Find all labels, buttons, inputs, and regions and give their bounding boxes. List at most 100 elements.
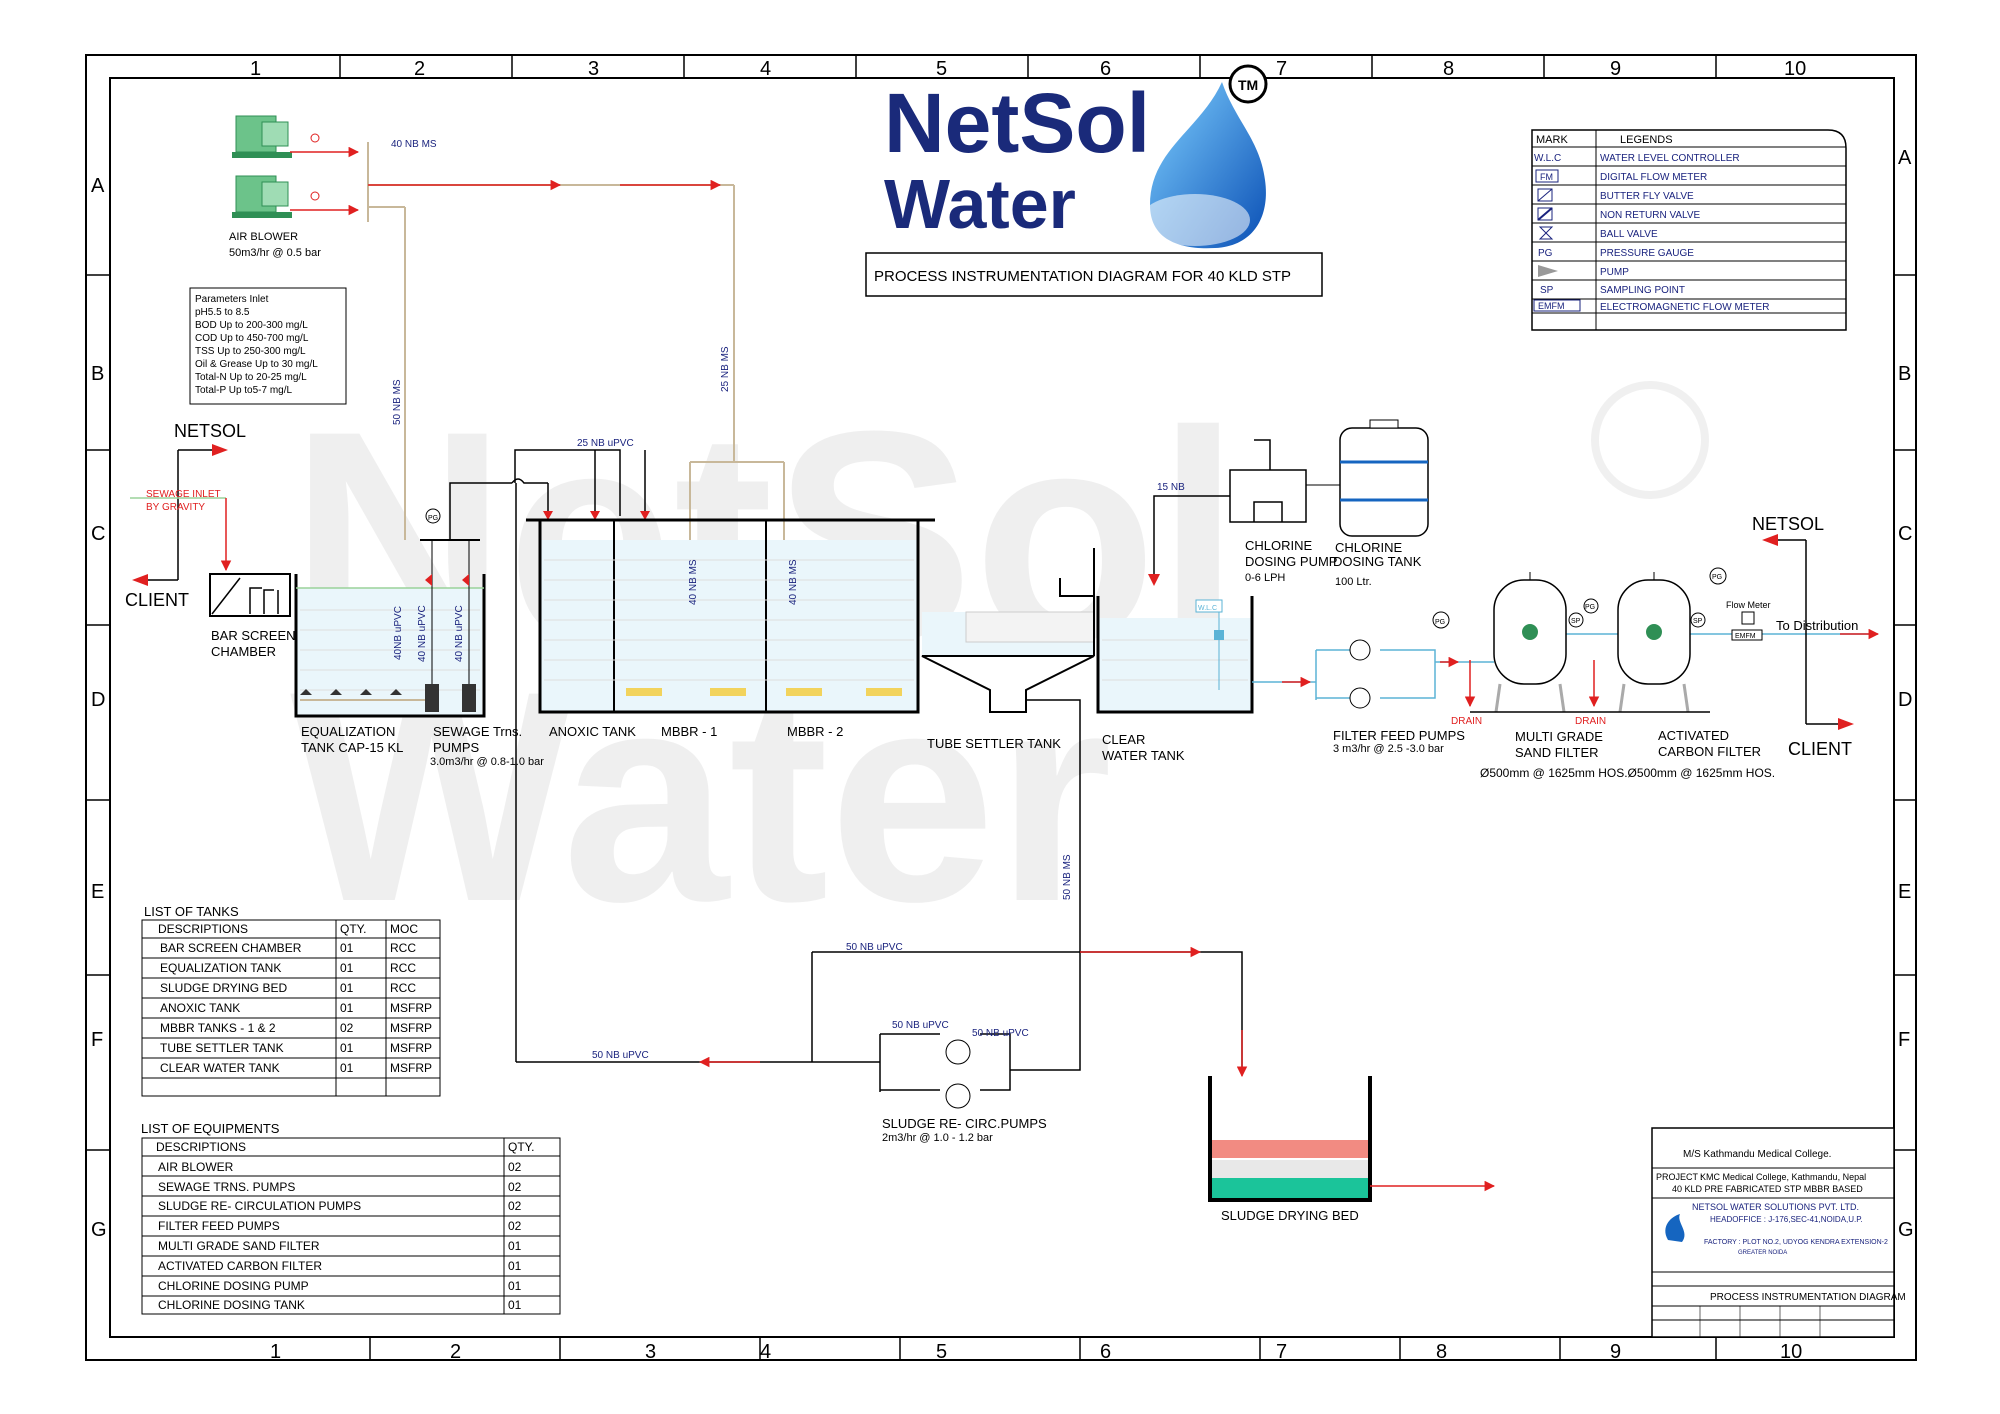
legend-mark-wlc: W.L.C (1534, 153, 1561, 164)
pipe-label-50nb-upvc-2: 50 NB uPVC (592, 1050, 649, 1061)
chl-pump-spec: 0-6 LPH (1245, 572, 1285, 584)
grid-row-B: B (91, 363, 104, 385)
equip-header-qty: QTY. (508, 1140, 534, 1154)
grid-col-3: 3 (588, 58, 599, 80)
title-box (865, 252, 1323, 297)
pipe-label-25nb-ms: 25 NB MS (720, 346, 731, 392)
chl-tank-label-1: CHLORINE (1335, 540, 1403, 555)
pipe-label-50nb-upvc-4: 50 NB uPVC (972, 1028, 1029, 1039)
sampling-point-icon (1690, 612, 1706, 628)
pipe-label-50nb-upvc-1: 50 NB uPVC (846, 942, 903, 953)
grid-col-9-bottom: 9 (1610, 1341, 1621, 1363)
param-line-7: Total-P Up to5-7 mg/L (195, 385, 293, 396)
legend-label-pump: PUMP (1600, 267, 1629, 278)
grid-col-6: 6 (1100, 58, 1111, 80)
tanks-row-3-qty: 01 (340, 1001, 354, 1015)
pressure-gauge-icon (1709, 567, 1727, 585)
tanks-row-3-moc: MSFRP (390, 1001, 432, 1015)
legend-legends-header: LEGENDS (1620, 134, 1673, 146)
emfm-icon (1731, 629, 1763, 641)
sludge-drying-bed (1208, 1076, 1372, 1202)
grid-ticks (86, 55, 1916, 1360)
grid-col-5: 5 (936, 58, 947, 80)
mbbr1-label: MBBR - 1 (661, 724, 717, 739)
param-line-2: BOD Up to 200-300 mg/L (195, 320, 308, 331)
tb-project-label: PROJECT : (1656, 1172, 1703, 1182)
tanks-row-5-desc: TUBE SETTLER TANK (160, 1041, 284, 1055)
tanks-row-6-qty: 01 (340, 1061, 354, 1075)
netsol-logo: NetSol Water TM (884, 64, 1268, 249)
title-block: M/S Kathmandu Medical College. PROJECT :… (1651, 1127, 1906, 1338)
filter-feed-pump-2-icon (1349, 687, 1371, 709)
netsol-left-label: NETSOL (174, 421, 246, 441)
pg-label-sewage: PG (428, 515, 438, 522)
tb-project-2: 40 KLD PRE FABRICATED STP MBBR BASED (1672, 1184, 1863, 1194)
sewage-pumps-label-2: PUMPS (433, 740, 480, 755)
grid-col-9: 9 (1610, 58, 1621, 80)
bar-screen-label-2: CHAMBER (211, 644, 276, 659)
equip-row-7-qty: 01 (508, 1298, 522, 1312)
tb-logo-icon (1665, 1214, 1685, 1242)
sludge-bed-label: SLUDGE DRYING BED (1221, 1208, 1359, 1223)
pg-label-sf: PG (1585, 604, 1595, 611)
chl-pump-label-1: CHLORINE (1245, 538, 1313, 553)
filter-pumps-label: FILTER FEED PUMPS (1333, 728, 1465, 743)
tanks-row-4-qty: 02 (340, 1021, 354, 1035)
legend-label-sp: SAMPLING POINT (1600, 285, 1685, 296)
tanks-row-6-moc: MSFRP (390, 1061, 432, 1075)
bar-screen-chamber (209, 573, 291, 617)
non-return-valve-icon (1537, 207, 1553, 221)
grid-col-7-bottom: 7 (1276, 1341, 1287, 1363)
equip-row-0-qty: 02 (508, 1160, 522, 1174)
equipment-table: DESCRIPTIONS QTY. AIR BLOWER 02 SEWAGE T… (141, 1137, 561, 1315)
bar-screen-label-1: BAR SCREEN (211, 628, 296, 643)
sewage-pumps-spec: 3.0m3/hr @ 0.8-1.0 bar (430, 756, 544, 768)
grid-col-3-bottom: 3 (645, 1341, 656, 1363)
drain-label-2: DRAIN (1575, 716, 1606, 727)
sludge-pumps-label: SLUDGE RE- CIRC.PUMPS (882, 1116, 1047, 1131)
ball-valve-icon (1538, 226, 1554, 240)
pg-label-feed: PG (1435, 619, 1445, 626)
msf-label-1: MULTI GRADE (1515, 729, 1603, 744)
tanks-row-4-desc: MBBR TANKS - 1 & 2 (160, 1021, 276, 1035)
grid-col-10-bottom: 10 (1780, 1341, 1802, 1363)
grid-row-C-right: C (1898, 523, 1912, 545)
grid-row-A-right: A (1898, 147, 1912, 169)
chl-tank-label-2: DOSING TANK (1333, 554, 1422, 569)
grid-col-4-bottom: 4 (760, 1341, 771, 1363)
legend-label-emfm: ELECTROMAGNETIC FLOW METER (1600, 302, 1769, 313)
legend-mark-fm: FM (1540, 172, 1553, 182)
grid-column-labels-top: 1 2 3 4 5 6 7 8 9 10 (250, 58, 1806, 80)
air-blower-1 (232, 115, 292, 158)
chlorine-dosing-pump (1229, 439, 1307, 523)
logo-water-text: Water (884, 165, 1076, 243)
sewage-pumps-label-1: SEWAGE Trns. (433, 724, 522, 739)
grid-col-2-bottom: 2 (450, 1341, 461, 1363)
tanks-table: DESCRIPTIONS QTY. MOC BAR SCREEN CHAMBER… (141, 919, 441, 1097)
tanks-row-4-moc: MSFRP (390, 1021, 432, 1035)
sewage-inlet-label-2: BY GRAVITY (146, 502, 205, 513)
air-blower-2 (232, 175, 292, 218)
equip-row-0-desc: AIR BLOWER (158, 1160, 234, 1174)
air-blower-label: AIR BLOWER (229, 231, 298, 243)
grid-row-G-right: G (1898, 1219, 1914, 1241)
param-line-6: Total-N Up to 20-25 mg/L (195, 372, 307, 383)
grid-col-2: 2 (414, 58, 425, 80)
sp-label-2: SP (1693, 618, 1703, 625)
pipe-label-50nb-upvc-3: 50 NB uPVC (892, 1020, 949, 1031)
param-line-3: COD Up to 450-700 mg/L (195, 333, 309, 344)
clear-water-label-2: WATER TANK (1102, 748, 1185, 763)
diagram-title: PROCESS INSTRUMENTATION DIAGRAM FOR 40 K… (874, 268, 1291, 285)
tanks-row-0-desc: BAR SCREEN CHAMBER (160, 941, 302, 955)
grid-col-4: 4 (760, 58, 771, 80)
legend-label-wlc: WATER LEVEL CONTROLLER (1600, 153, 1740, 164)
sludge-pump-2-icon (945, 1083, 971, 1109)
tanks-row-1-moc: RCC (390, 961, 416, 975)
tube-settler-tank (921, 548, 1095, 713)
equip-row-5-qty: 01 (508, 1259, 522, 1273)
mbbr2-label: MBBR - 2 (787, 724, 843, 739)
flow-meter-label: Flow Meter (1726, 600, 1771, 610)
sampling-point-icon (1568, 612, 1584, 628)
grid-row-labels: A B C D E F G A B C D E F G (91, 147, 1914, 1241)
